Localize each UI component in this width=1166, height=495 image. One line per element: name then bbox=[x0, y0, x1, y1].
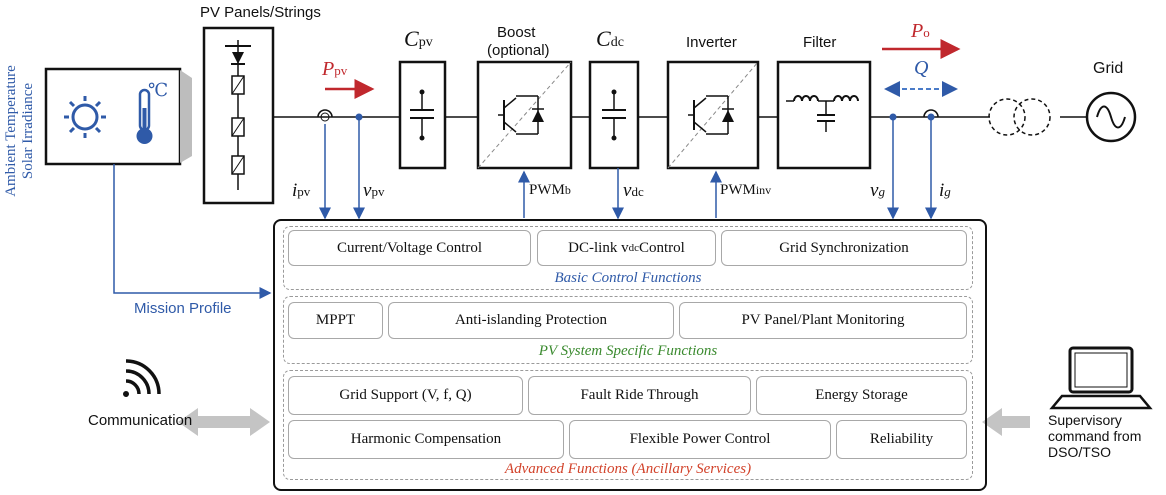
thermometer-icon bbox=[136, 88, 153, 144]
celsius-label: ℃ bbox=[148, 80, 169, 100]
current-voltage-control: Current/Voltage Control bbox=[288, 230, 531, 266]
flexible-power-control: Flexible Power Control bbox=[569, 420, 831, 459]
current-sensor-icon bbox=[317, 109, 333, 118]
v-pv-label: vpv bbox=[363, 180, 385, 201]
pv-plant-monitoring: PV Panel/Plant Monitoring bbox=[679, 302, 967, 339]
p-o-label: Po bbox=[911, 20, 930, 42]
c-pv-label: Cpv bbox=[404, 26, 433, 51]
environment-box bbox=[44, 67, 192, 166]
environment-label: Ambient Temperature Solar Irradiance bbox=[3, 65, 36, 197]
communication-arrow bbox=[178, 408, 270, 436]
pwm-inv-label: PWMinv bbox=[720, 182, 772, 198]
v-dc-label: vdc bbox=[623, 180, 644, 201]
pv-panels-label: PV Panels/Strings bbox=[200, 4, 321, 21]
filter-box bbox=[776, 60, 872, 170]
reliability: Reliability bbox=[836, 420, 967, 459]
pv-specific-group bbox=[283, 296, 973, 364]
p-pv-label: Ppv bbox=[322, 58, 348, 80]
filter-label: Filter bbox=[803, 34, 837, 51]
q-label: Q bbox=[914, 57, 929, 79]
grid-label: Grid bbox=[1093, 60, 1124, 77]
mission-profile-label: Mission Profile bbox=[134, 300, 232, 317]
laptop-icon bbox=[1049, 346, 1153, 410]
basic-control-group bbox=[283, 226, 973, 290]
energy-storage: Energy Storage bbox=[756, 376, 967, 415]
advanced-title: Advanced Functions (Ancillary Services) bbox=[504, 461, 752, 477]
wifi-icon bbox=[123, 359, 161, 397]
grid-source-icon bbox=[1085, 91, 1137, 143]
v-g-label: vg bbox=[870, 180, 885, 201]
c-dc-label: Cdc bbox=[596, 26, 624, 51]
advanced-group bbox=[283, 370, 973, 480]
pv-panel-box bbox=[202, 26, 275, 205]
boost-box bbox=[476, 60, 573, 170]
supervisory-arrow bbox=[982, 408, 1030, 436]
inverter-label: Inverter bbox=[686, 34, 737, 51]
c-dc-box bbox=[588, 60, 640, 170]
harmonic-compensation: Harmonic Compensation bbox=[288, 420, 564, 459]
anti-islanding-protection: Anti-islanding Protection bbox=[388, 302, 674, 339]
inverter-box bbox=[666, 60, 760, 170]
basic-control-title: Basic Control Functions bbox=[554, 270, 702, 286]
sun-icon bbox=[64, 96, 106, 138]
boost-label: Boost bbox=[497, 24, 536, 41]
control-system bbox=[273, 219, 987, 491]
communication-label: Communication bbox=[88, 412, 193, 429]
pwm-b-label: PWMb bbox=[529, 182, 571, 198]
transformer-icon bbox=[988, 98, 1051, 136]
c-pv-box bbox=[398, 60, 447, 170]
boost-sub-label: (optional) bbox=[487, 42, 550, 59]
grid-synchronization: Grid Synchronization bbox=[721, 230, 967, 266]
supervisory-label: Supervisory command from DSO/TSO bbox=[1048, 412, 1142, 460]
fault-ride-through: Fault Ride Through bbox=[528, 376, 751, 415]
pv-specific-title: PV System Specific Functions bbox=[538, 343, 718, 359]
current-sensor-icon bbox=[923, 109, 939, 118]
i-g-label: ig bbox=[939, 180, 951, 201]
i-pv-label: ipv bbox=[292, 180, 311, 201]
mppt: MPPT bbox=[288, 302, 383, 339]
grid-support: Grid Support (V, f, Q) bbox=[288, 376, 523, 415]
